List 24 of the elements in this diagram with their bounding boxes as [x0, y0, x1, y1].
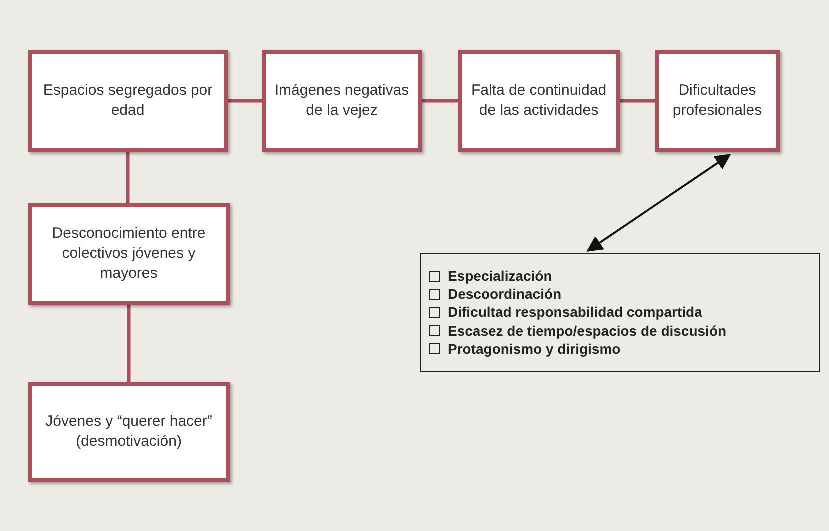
list-item-text: Descoordinación: [448, 285, 562, 304]
connector-line: [620, 99, 655, 103]
connector-line: [127, 305, 131, 382]
process-box: [262, 50, 422, 152]
list-item-text: Especialización: [448, 267, 552, 286]
bullet-list-box: [420, 253, 820, 372]
process-box: [655, 50, 780, 152]
process-box: [458, 50, 620, 152]
process-box: [28, 203, 230, 305]
box-text: Dificultades profesionales: [672, 80, 764, 121]
box-text: Jóvenes y “querer hacer” (desmotivación): [44, 412, 214, 452]
box-text: Desconocimiento entre colectivos jóvenes y mayores: [51, 224, 207, 284]
process-box: [28, 50, 228, 152]
box-text: Imágenes negativas de la vejez: [274, 80, 410, 121]
list-item-text: Dificultad responsabilidad compartida: [448, 303, 702, 322]
list-item-text: Escasez de tiempo/espacios de discusión: [448, 322, 727, 340]
list-item-text: Protagonismo y dirigismo: [448, 340, 621, 358]
box-text: Falta de continuidad de las actividades: [470, 80, 608, 121]
connector-line: [126, 152, 130, 203]
connector-line: [422, 99, 458, 103]
connector-line: [228, 99, 262, 103]
arrow: [586, 154, 732, 252]
box-text: Espacios segregados por edad: [42, 80, 214, 121]
process-box: [28, 382, 230, 482]
